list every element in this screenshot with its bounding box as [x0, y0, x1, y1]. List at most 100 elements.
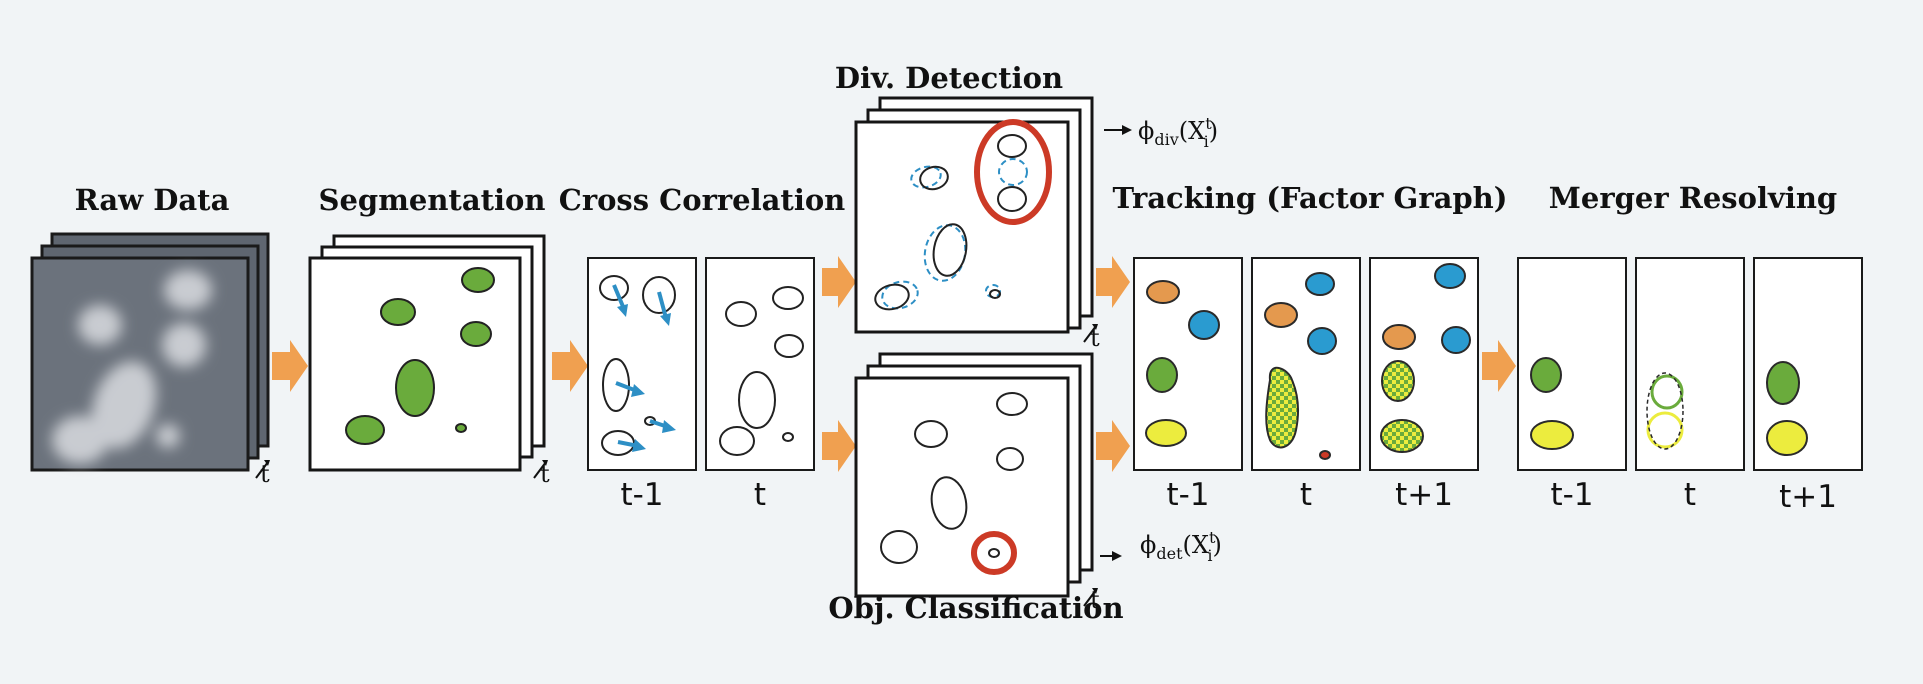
solid-cell	[997, 186, 1027, 212]
formula-sup: t	[1205, 114, 1212, 133]
track-cells-t	[1264, 272, 1337, 460]
obj-cell	[880, 530, 918, 564]
motion-arrowhead	[632, 439, 646, 452]
raw-blob	[162, 323, 206, 367]
solid-cell	[997, 134, 1027, 158]
t-axis-arrowhead	[1092, 324, 1098, 330]
merge-frame-t	[1635, 257, 1745, 471]
track-cell-green	[1146, 357, 1178, 393]
division-detection-title: Div. Detection	[835, 61, 1063, 95]
track-cell-blue	[1441, 326, 1471, 354]
solid-cell	[919, 165, 949, 191]
track-cell-blue	[1188, 310, 1220, 340]
motion-arrowhead	[617, 304, 628, 317]
segmentation-title: Segmentation	[319, 183, 546, 217]
flow-arrow	[1096, 420, 1130, 472]
obj-cells	[880, 392, 1028, 564]
solid-cell	[932, 223, 968, 277]
segmented-cell	[345, 415, 385, 445]
curr-cell	[774, 334, 804, 358]
raw-blob	[52, 416, 108, 464]
merged-outline	[1646, 372, 1684, 450]
track-cells-t-1	[1145, 280, 1220, 447]
merge-cells-t+1	[1766, 361, 1808, 456]
track-cell-orange	[1146, 280, 1180, 304]
track-frame-t	[1251, 257, 1361, 471]
track-cell-blue	[1305, 272, 1335, 296]
seg-t-label: t	[540, 460, 550, 488]
obj-t-label: t	[1090, 586, 1100, 614]
raw-data-stage: Raw Data t	[30, 183, 270, 488]
formula-arg: (X	[1183, 531, 1209, 559]
cross-correlation-title: Cross Correlation	[559, 183, 846, 217]
segmented-cells	[345, 267, 495, 445]
segmented-cell	[460, 321, 492, 347]
merge-cells-t-1	[1530, 357, 1574, 450]
merge-cell-green	[1530, 357, 1562, 393]
raw-t-label: t	[260, 460, 270, 488]
div-detection-frame	[854, 120, 1070, 334]
resolved-cell-yellow	[1646, 411, 1684, 449]
merge-cell-yellow	[1530, 420, 1574, 450]
obj-cell	[996, 447, 1024, 471]
raw-blobs	[52, 270, 212, 464]
segmented-cell	[461, 267, 495, 293]
segmented-cell	[380, 298, 416, 326]
raw-blob	[91, 361, 157, 449]
curr-cell	[782, 432, 794, 442]
track-cell-checker	[1380, 419, 1424, 453]
dashed-cell	[910, 165, 942, 189]
segmentation-stage: Segmentation t	[308, 183, 550, 488]
formula-sup: t	[1209, 528, 1216, 547]
flow-arrow	[822, 256, 856, 308]
cross-curr-cells	[719, 286, 804, 456]
t-axis-arrow	[255, 461, 269, 479]
formula-sub: det	[1156, 544, 1183, 563]
merge-label-t: t	[1684, 477, 1696, 513]
merge-cells-t	[1646, 372, 1684, 450]
segmented-cell	[455, 423, 467, 433]
div-t-label: t	[1090, 324, 1100, 352]
prev-cell	[601, 430, 635, 456]
curr-cell	[719, 426, 755, 456]
track-cell-yellow	[1145, 419, 1187, 447]
track-cell-blue	[1434, 263, 1466, 289]
track-cells-t+1	[1380, 263, 1471, 453]
dashed-cell	[998, 158, 1028, 186]
tracking-stage: Tracking (Factor Graph) t-1 t t+1	[1113, 181, 1508, 513]
division-highlight	[974, 119, 1052, 225]
raw-data-title: Raw Data	[75, 183, 230, 217]
segmented-cell	[395, 359, 435, 417]
resolved-cell-green	[1650, 374, 1684, 410]
div-solid-cells	[874, 134, 1027, 311]
obj-cell	[996, 392, 1028, 416]
motion-arrow	[612, 284, 626, 310]
obj-cell	[930, 476, 968, 530]
formula-phi: ϕ	[1138, 117, 1154, 145]
formula-close: )	[1209, 117, 1218, 145]
merge-cell-green	[1766, 361, 1800, 405]
cross-label-t-1: t-1	[620, 477, 663, 513]
track-cell-checker	[1381, 360, 1415, 402]
flow-arrow	[1482, 340, 1516, 392]
motion-arrowhead	[660, 313, 671, 326]
output-arrowhead	[1112, 551, 1122, 561]
t-axis-arrow	[533, 461, 547, 479]
cross-label-t: t	[754, 477, 766, 513]
merger-resolving-stage: Merger Resolving t-1 t t+1	[1517, 181, 1863, 515]
prev-cell	[599, 275, 629, 301]
raw-blob	[164, 270, 212, 310]
flow-arrow	[1096, 256, 1130, 308]
prev-cell	[602, 358, 630, 412]
track-cell-orange	[1382, 324, 1416, 350]
curr-cell	[738, 371, 776, 429]
t-axis-arrowhead	[1092, 588, 1098, 594]
track-label-t-1: t-1	[1166, 477, 1209, 513]
obj-cell	[988, 548, 1000, 558]
merger-resolving-title: Merger Resolving	[1549, 181, 1837, 215]
t-axis-arrow	[1083, 325, 1097, 343]
